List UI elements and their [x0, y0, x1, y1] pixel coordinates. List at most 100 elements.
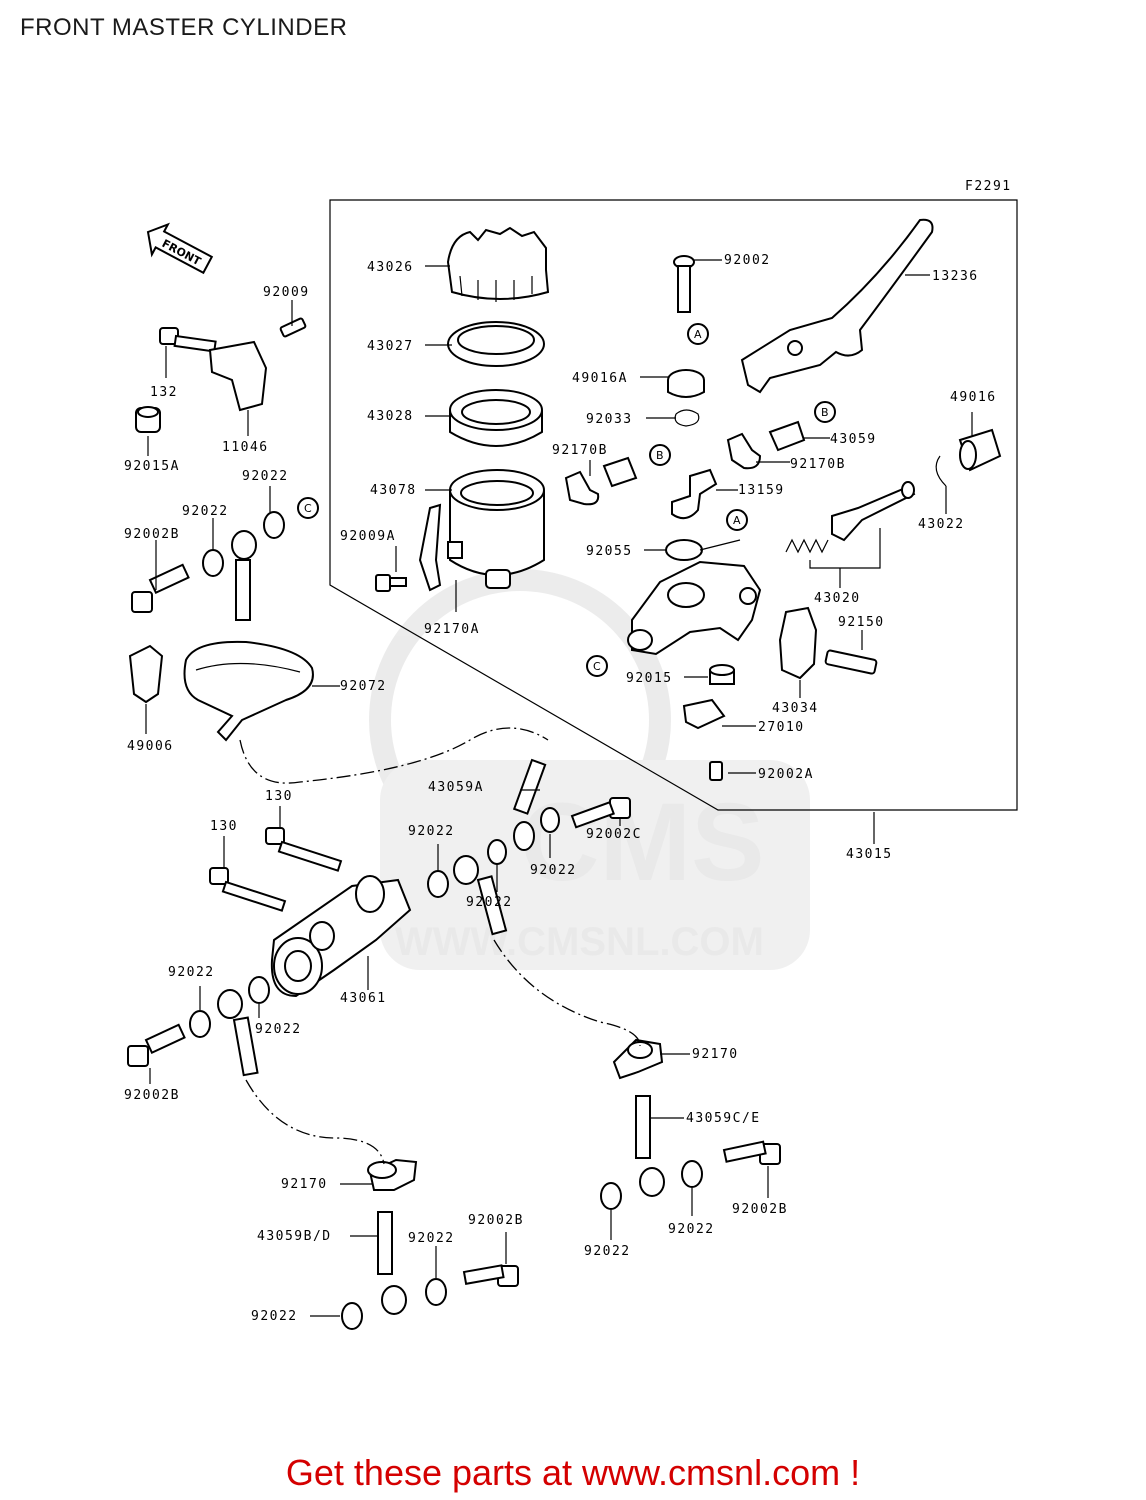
hose-clamp-b2-icon — [726, 432, 762, 470]
label-92002B-a: 92002B — [124, 527, 180, 542]
hose-route-right — [493, 939, 641, 1047]
label-43059: 43059 — [830, 432, 877, 447]
label-43061: 43061 — [340, 991, 387, 1006]
assembly-frame — [329, 199, 1018, 811]
washer-left-2-icon — [263, 511, 285, 539]
label-27010: 27010 — [758, 720, 805, 735]
label-43059CE: 43059C/E — [686, 1111, 761, 1126]
label-92002B-d: 92002B — [468, 1213, 524, 1228]
boot-49016-icon — [958, 428, 1002, 472]
label-43015: 43015 — [846, 847, 893, 862]
spring-icon — [785, 538, 829, 554]
marker-c-2: C — [586, 655, 608, 677]
label-92022-e: 92022 — [530, 863, 577, 878]
label-49006: 49006 — [127, 739, 174, 754]
reservoir-cap-icon — [446, 226, 550, 302]
washer-left-1-icon — [202, 549, 224, 577]
label-13159: 13159 — [738, 483, 785, 498]
washer-mid-1-icon — [427, 870, 449, 898]
dust-boot-icon — [667, 369, 705, 398]
o-ring-icon — [665, 539, 703, 561]
hose-clamp-92170-b-icon — [367, 1158, 418, 1191]
circlip-icon — [674, 409, 700, 427]
label-92022-f: 92022 — [168, 965, 215, 980]
marker-a-1: A — [687, 323, 709, 345]
grommet-92015A-icon — [135, 406, 161, 433]
hose-43059CE-icon — [635, 1095, 665, 1197]
marker-c-1: C — [297, 497, 319, 519]
bracket-11046-icon — [208, 340, 268, 412]
piston-assembly-icon — [831, 481, 916, 542]
label-132: 132 — [150, 385, 178, 400]
marker-a-2: A — [726, 509, 748, 531]
svg-text:A: A — [694, 328, 702, 341]
page-title: FRONT MASTER CYLINDER — [20, 14, 348, 41]
label-92170-a: 92170 — [692, 1047, 739, 1062]
label-92009A: 92009A — [340, 529, 396, 544]
label-43027: 43027 — [367, 339, 414, 354]
label-92022-b: 92022 — [182, 504, 229, 519]
clamp-bolt-icon — [824, 649, 878, 675]
elbow-fitting-icon — [671, 468, 718, 520]
label-92002B-c: 92002B — [732, 1202, 788, 1217]
hose-clamp-92170-a-icon — [612, 1038, 664, 1080]
label-43022: 43022 — [918, 517, 965, 532]
label-49016: 49016 — [950, 390, 997, 405]
hose-route-left — [245, 1079, 385, 1165]
call-to-action-link[interactable]: Get these parts at www.cmsnl.com ! — [285, 1452, 861, 1493]
label-92022-k: 92022 — [251, 1309, 298, 1324]
label-92170B-1: 92170B — [552, 443, 608, 458]
label-92009: 92009 — [263, 285, 310, 300]
marker-b-1: B — [814, 401, 836, 423]
clamp-holder-icon — [778, 606, 818, 680]
label-130-b: 130 — [210, 819, 238, 834]
banjo-hose-low-left-icon — [217, 989, 259, 1077]
washer-low-2-icon — [248, 976, 270, 1004]
hose-43059-icon — [768, 420, 806, 452]
washer-bottom-2-icon — [341, 1302, 363, 1330]
joint-43061-icon — [270, 875, 412, 998]
banjo-hose-top-icon — [231, 530, 257, 621]
hose-clamp-b-icon — [564, 470, 600, 506]
label-92022-c: 92022 — [408, 824, 455, 839]
master-cylinder-body-icon — [627, 560, 762, 656]
label-92015: 92015 — [626, 671, 673, 686]
watermark-url: WWW.CMSNL.COM — [395, 920, 764, 964]
label-92002B-b: 92002B — [124, 1088, 180, 1103]
label-92072: 92072 — [340, 679, 387, 694]
marker-b-2: B — [649, 444, 671, 466]
label-92170A: 92170A — [424, 622, 480, 637]
banjo-hose-mid-icon — [453, 855, 508, 936]
brake-switch-icon — [682, 698, 726, 730]
label-43028: 43028 — [367, 409, 414, 424]
svg-text:C: C — [304, 502, 312, 515]
label-130-a: 130 — [265, 789, 293, 804]
svg-text:B: B — [821, 406, 829, 419]
banjo-bolt-92002C-icon — [570, 797, 631, 829]
label-92022-a: 92022 — [242, 469, 289, 484]
banjo-bolt-92002B-icon — [131, 563, 190, 613]
switch-screw-icon — [709, 761, 723, 781]
diaphragm-plate-icon — [449, 389, 543, 447]
label-92022-j: 92022 — [408, 1231, 455, 1246]
label-43078: 43078 — [370, 483, 417, 498]
hose-43059A-icon — [512, 758, 547, 851]
label-92002-top: 92002 — [724, 253, 771, 268]
watermark: CMS WWW.CMSNL.COM — [369, 569, 810, 970]
cap-49006-icon — [128, 644, 164, 704]
label-92022-i: 92022 — [584, 1244, 631, 1259]
label-43020: 43020 — [814, 591, 861, 606]
label-49016A: 49016A — [572, 371, 628, 386]
diaphragm-icon — [447, 321, 545, 367]
banjo-bolt-low-left-icon — [127, 1023, 186, 1067]
front-arrow-icon: FRONT — [146, 222, 214, 275]
label-92022-g: 92022 — [255, 1022, 302, 1037]
bolt-92009-icon — [279, 317, 307, 338]
svg-text:C: C — [593, 660, 601, 673]
label-92022-d: 92022 — [466, 895, 513, 910]
label-92022-h: 92022 — [668, 1222, 715, 1237]
banjo-bolt-bottom-icon — [462, 1264, 519, 1287]
reservoir-screw-icon — [375, 574, 407, 592]
bolt-132-icon — [159, 327, 217, 353]
